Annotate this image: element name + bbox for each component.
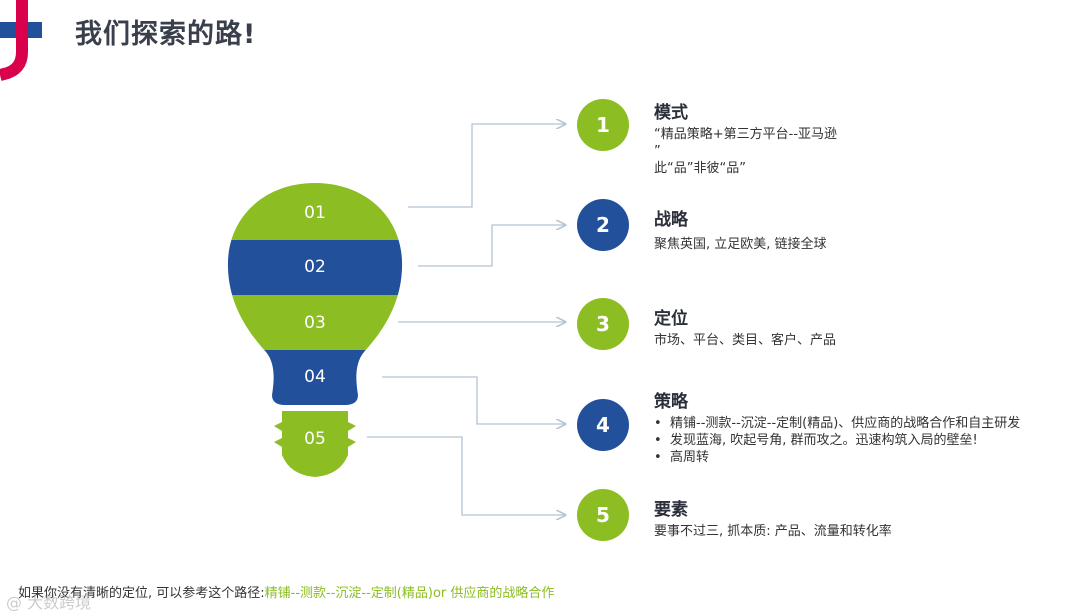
bulb-segment-03 (227, 295, 403, 350)
bulb-label-01: 01 (304, 203, 326, 223)
footer-prefix: 如果你没有清晰的定位, 可以参考这个路径: (18, 586, 265, 601)
item-2-line-1: 聚焦英国, 立足欧美, 链接全球 (654, 237, 827, 252)
item-4-bullet-list: 精铺--测款--沉淀--定制(精品)、供应商的战略合作和自主研发 发现蓝海, 吹… (654, 415, 1054, 466)
item-3-circle (577, 298, 629, 350)
item-1-number: 1 (596, 113, 610, 137)
bulb-label-05: 05 (304, 429, 326, 449)
item-4-bullet-3: 高周转 (654, 449, 1054, 466)
item-3-line-1: 市场、平台、类目、客户、产品 (654, 333, 837, 348)
bulb-label-03: 03 (304, 313, 326, 333)
item-3-number: 3 (596, 312, 610, 336)
item-4-number: 4 (596, 413, 610, 437)
footer-note: 如果你没有清晰的定位, 可以参考这个路径:精铺--测款--沉淀--定制(精品)o… (18, 582, 554, 601)
item-4-circle (577, 399, 629, 451)
bulb-label-04: 04 (304, 367, 326, 387)
item-3-heading: 定位 (654, 309, 688, 329)
item-1-line-3: 此“品”非彼“品” (654, 161, 746, 176)
item-5-circle (577, 489, 629, 541)
item-2-circle (577, 199, 629, 251)
item-4-heading: 策略 (654, 392, 688, 412)
item-1-circle (577, 99, 629, 151)
corner-decoration (0, 0, 42, 81)
item-1-line-2: ” (654, 144, 661, 159)
item-5-heading: 要素 (654, 500, 688, 520)
item-2-number: 2 (596, 213, 610, 237)
bulb-label-02: 02 (304, 257, 326, 277)
page-title: 我们探索的路! (75, 19, 257, 50)
item-4-bullet-2: 发现蓝海, 吹起号角, 群而攻之。迅速构筑入局的壁垒! (654, 432, 1054, 449)
connector-5 (367, 436, 565, 515)
bulb-segment-02 (227, 240, 403, 295)
watermark: @ 大数跨境 (6, 593, 92, 612)
connector-2 (418, 225, 565, 267)
item-1-line-1: “精品策略+第三方平台--亚马逊 (654, 127, 838, 142)
footer-highlight: 精铺--测款--沉淀--定制(精品)or 供应商的战略合作 (264, 586, 555, 601)
connector-4 (382, 376, 565, 424)
connector-1 (408, 124, 565, 208)
bulb-segment-05 (274, 411, 356, 477)
item-2-heading: 战略 (654, 210, 688, 230)
item-5-number: 5 (596, 503, 610, 527)
item-4-bullet-1: 精铺--测款--沉淀--定制(精品)、供应商的战略合作和自主研发 (654, 415, 1054, 432)
item-5-line-1: 要事不过三, 抓本质: 产品、流量和转化率 (654, 524, 892, 539)
item-1-heading: 模式 (654, 103, 688, 123)
